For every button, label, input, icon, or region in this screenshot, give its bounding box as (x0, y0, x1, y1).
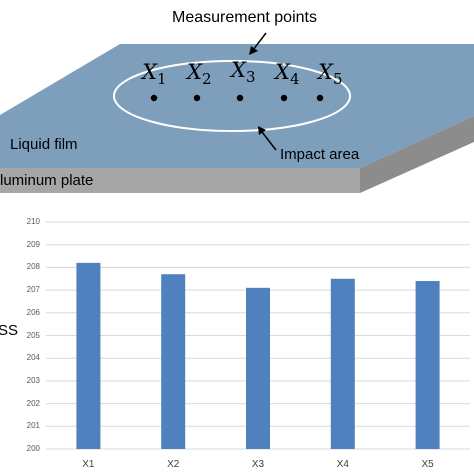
liquid-film-label: Liquid film (10, 136, 78, 153)
x-tick-label: X4 (336, 459, 349, 470)
bar-x2 (161, 274, 186, 449)
bar-x4 (330, 278, 355, 449)
x-tick-label: X3 (251, 459, 265, 470)
measurement-point-dot (280, 94, 288, 102)
measurement-points-title: Measurement points (172, 9, 317, 26)
y-tick-label: 204 (26, 353, 40, 363)
aluminum-plate-label: luminum plate (0, 172, 94, 189)
bar-x1 (76, 262, 101, 449)
plate-side-face (360, 116, 474, 193)
impact-area-ellipse (113, 60, 351, 132)
measurement-points-arrowhead (249, 46, 258, 55)
y-tick-label: 206 (26, 307, 40, 317)
bar-x3 (246, 287, 270, 449)
x-tick-label: X1 (82, 459, 95, 470)
measurement-point-label-3: X3 (231, 58, 256, 87)
y-tick-label: 208 (26, 262, 40, 272)
bar-x5 (415, 281, 440, 449)
y-tick-label: 201 (26, 421, 40, 431)
y-tick-label: 200 (26, 444, 40, 453)
measurement-point-label-4: X4 (275, 60, 300, 89)
y-tick-label: 210 (26, 217, 40, 226)
measurement-point-label-5: X5 (318, 60, 343, 89)
y-tick-label: 205 (26, 330, 40, 340)
y-axis-label-fragment: SS (0, 322, 19, 339)
x-tick-label: X2 (167, 459, 180, 470)
y-tick-label: 207 (26, 285, 40, 295)
measurement-point-dot (193, 94, 201, 102)
y-tick-label: 203 (26, 375, 40, 385)
impact-area-arrowhead (258, 126, 266, 135)
x-tick-label: X5 (421, 459, 434, 470)
measurement-point-label-2: X2 (187, 60, 212, 89)
measurement-point-dot (150, 94, 158, 102)
measurement-point-dot (236, 94, 244, 102)
measurement-point-dot (316, 94, 324, 102)
plate-diagram (0, 32, 474, 193)
liquid-film-surface (0, 44, 474, 168)
y-tick-label: 202 (26, 398, 40, 408)
measurement-points-arrow (252, 32, 267, 51)
plate-front-face (0, 168, 360, 193)
impact-area-arrow (261, 131, 277, 151)
measurement-point-label-1: X1 (142, 60, 167, 89)
impact-area-label: Impact area (280, 146, 360, 163)
y-tick-label: 209 (26, 239, 40, 249)
